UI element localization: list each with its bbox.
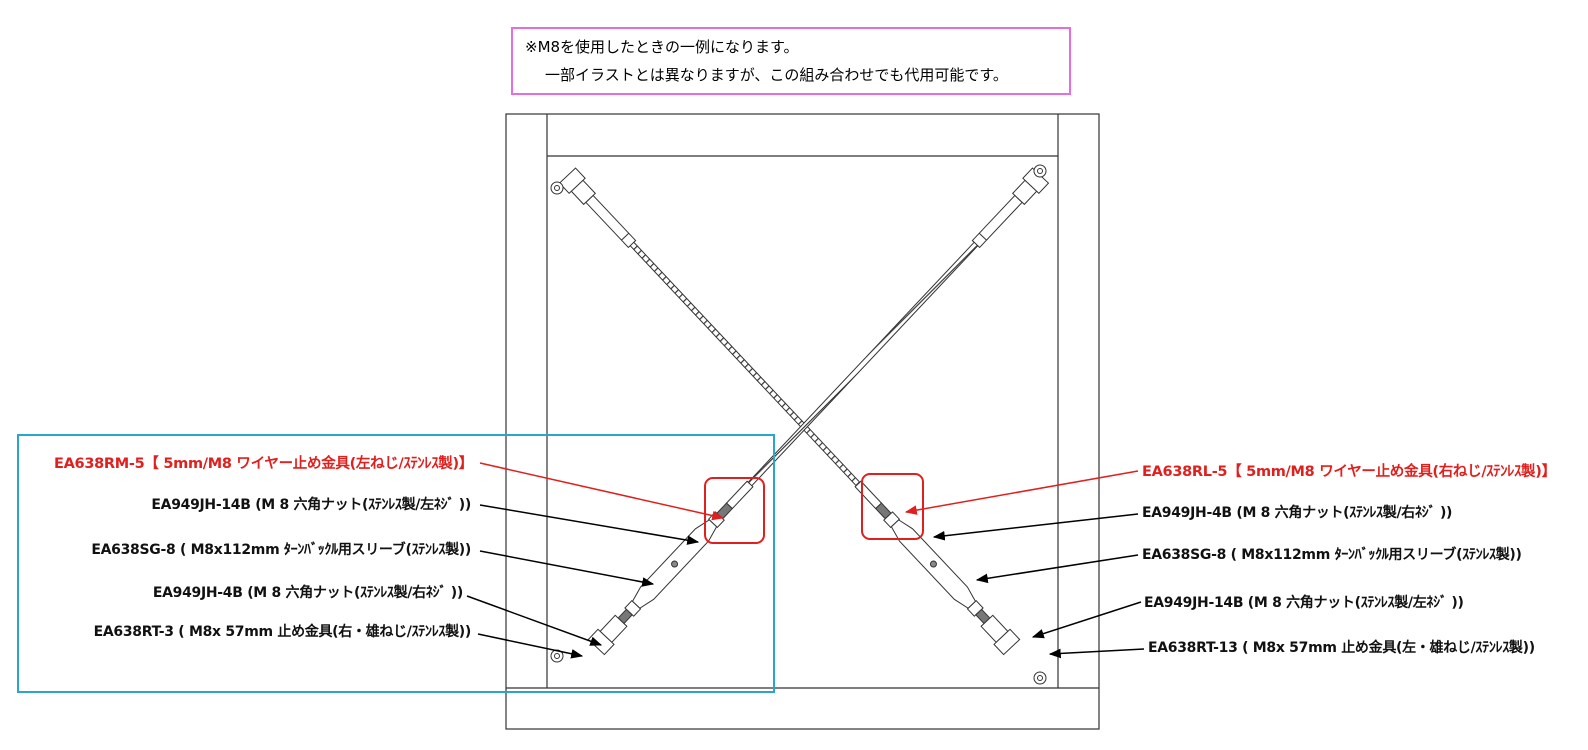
top-right-pin xyxy=(1033,164,1047,178)
arrow-right-nut-bottom xyxy=(1031,601,1142,639)
arrow-left-sleeve xyxy=(479,550,655,587)
note-line-2: 一部イラストとは異なりますが、この組み合わせでも代用可能です。 xyxy=(545,66,1008,84)
arrow-right-sleeve xyxy=(975,554,1139,584)
right-label-sleeve: EA638SG-8 ( M8x112mm ﾀｰﾝﾊﾞｯｸﾙ用スリーブ(ｽﾃﾝﾚｽ… xyxy=(1142,547,1522,563)
left-highlight-box xyxy=(704,477,765,544)
arrow-right-wire-end xyxy=(904,470,1139,515)
left-label-sleeve: EA638SG-8 ( M8x112mm ﾀｰﾝﾊﾞｯｸﾙ用スリーブ(ｽﾃﾝﾚｽ… xyxy=(91,542,471,558)
arrow-right-clevis xyxy=(1048,648,1145,659)
left-callout-box xyxy=(17,434,775,693)
frame-outer xyxy=(505,113,1100,730)
bottom-left-pin xyxy=(550,649,564,663)
arrow-left-nut-top xyxy=(479,504,700,545)
note-box xyxy=(511,27,1071,95)
bottom-right-turnbuckle xyxy=(854,480,1021,656)
arrow-left-wire-end xyxy=(479,462,725,521)
wire-rope-b xyxy=(747,241,979,487)
top-left-pin xyxy=(550,181,564,195)
arrow-right-nut-top xyxy=(932,513,1139,541)
arrow-left-nut-bottom xyxy=(466,595,603,646)
left-label-nut-top: EA949JH-14B (M 8 六角ナット(ｽﾃﾝﾚｽ製/左ﾈｼﾞ )) xyxy=(151,497,471,513)
top-left-fitting xyxy=(558,167,637,249)
bottom-right-pin xyxy=(1033,671,1047,685)
right-label-nut-top: EA949JH-4B (M 8 六角ナット(ｽﾃﾝﾚｽ製/右ﾈｼﾞ )) xyxy=(1142,505,1453,521)
right-label-nut-bottom: EA949JH-14B (M 8 六角ナット(ｽﾃﾝﾚｽ製/左ﾈｼﾞ )) xyxy=(1144,595,1464,611)
left-label-nut-bottom: EA949JH-4B (M 8 六角ナット(ｽﾃﾝﾚｽ製/右ﾈｼﾞ )) xyxy=(152,585,463,601)
right-highlight-box xyxy=(861,473,924,540)
wire-rope-a xyxy=(629,241,861,487)
right-label-wire-end: EA638RL-5【 5mm/M8 ワイヤー止め金具(右ねじ/ｽﾃﾝﾚｽ製)】 xyxy=(1142,464,1556,480)
note-line-1: ※M8を使用したときの一例になります。 xyxy=(525,38,799,56)
left-label-wire-end: EA638RM-5【 5mm/M8 ワイヤー止め金具(左ねじ/ｽﾃﾝﾚｽ製)】 xyxy=(54,456,473,472)
arrow-left-clevis xyxy=(477,633,584,659)
top-right-fitting xyxy=(971,167,1050,249)
bottom-left-turnbuckle xyxy=(587,480,754,656)
right-label-clevis: EA638RT-13 ( M8x 57mm 止め金具(左・雄ねじ/ｽﾃﾝﾚｽ製)… xyxy=(1148,640,1535,656)
left-label-clevis: EA638RT-3 ( M8x 57mm 止め金具(右・雄ねじ/ｽﾃﾝﾚｽ製)) xyxy=(93,624,472,640)
frame xyxy=(505,113,1100,730)
